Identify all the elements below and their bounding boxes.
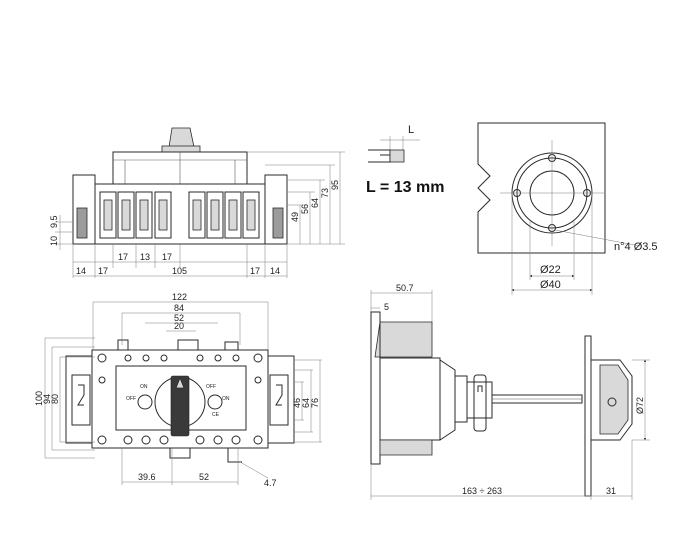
top-dim-64: 64 bbox=[301, 398, 311, 408]
side-view: 50.7 5 Ø72 163 ÷ 263 31 bbox=[370, 283, 650, 500]
front-dim-13: 13 bbox=[140, 252, 150, 262]
handle-base bbox=[161, 145, 201, 153]
label-off-left: OFF bbox=[126, 396, 136, 402]
front-view: 14 17 17 13 17 105 17 14 95 73 64 56 49 … bbox=[49, 127, 345, 278]
front-dim-10: 10 bbox=[49, 236, 59, 246]
top-dim-84: 84 bbox=[174, 303, 184, 313]
front-dim-17-b: 17 bbox=[118, 252, 128, 262]
side-body bbox=[379, 357, 441, 441]
top-dim-39-6: 39.6 bbox=[138, 472, 156, 482]
top-dim-80: 80 bbox=[50, 394, 60, 404]
label-on-left: ON bbox=[140, 384, 148, 390]
label-off-right: OFF bbox=[206, 384, 216, 390]
top-dim-76: 76 bbox=[310, 398, 320, 408]
top-view: 122 84 52 20 bbox=[34, 292, 322, 488]
side-dim-50-7: 50.7 bbox=[396, 283, 414, 293]
dim-d40: Ø40 bbox=[540, 279, 561, 291]
detail-L-label: L bbox=[408, 124, 414, 136]
top-dim-94: 94 bbox=[42, 394, 52, 404]
selector-handle bbox=[170, 375, 190, 437]
left-side-module bbox=[65, 355, 93, 444]
front-dim-17-a: 17 bbox=[98, 266, 108, 276]
side-dim-5: 5 bbox=[384, 302, 389, 312]
front-dim-9-5: 9.5 bbox=[49, 215, 59, 228]
top-dim-122: 122 bbox=[172, 292, 187, 302]
top-dim-52: 52 bbox=[174, 313, 184, 323]
terminal-screws bbox=[97, 353, 263, 445]
top-dim-4-7: 4.7 bbox=[264, 478, 277, 488]
door-handle bbox=[590, 359, 633, 441]
terminal-slots bbox=[99, 191, 260, 239]
right-side-module bbox=[267, 355, 295, 444]
detail-L: L L = 13 mm bbox=[366, 124, 444, 196]
top-dim-46: 46 bbox=[292, 398, 302, 408]
front-dim-64: 64 bbox=[310, 198, 320, 208]
switch-body bbox=[91, 349, 269, 449]
detail-L-caption: L = 13 mm bbox=[366, 179, 444, 196]
side-dim-163-263: 163 ÷ 263 bbox=[462, 486, 502, 496]
handle-knob bbox=[168, 127, 195, 148]
dim-d22: Ø22 bbox=[540, 264, 561, 276]
side-dim-d72: Ø72 bbox=[635, 397, 645, 414]
front-dim-95: 95 bbox=[330, 180, 340, 190]
front-dim-56: 56 bbox=[300, 204, 310, 214]
front-dim-14-right: 14 bbox=[270, 266, 280, 276]
top-dim-20: 20 bbox=[174, 321, 184, 331]
front-dim-105: 105 bbox=[172, 266, 187, 276]
front-dim-17-d: 17 bbox=[250, 266, 260, 276]
front-dim-14-left: 14 bbox=[76, 266, 86, 276]
front-dim-49: 49 bbox=[290, 212, 300, 222]
side-dim-31: 31 bbox=[606, 486, 616, 496]
front-dim-73: 73 bbox=[320, 188, 330, 198]
label-on-right: ON bbox=[222, 396, 230, 402]
hole-note: n°4 Ø3.5 bbox=[614, 241, 658, 253]
front-dim-17-c: 17 bbox=[162, 252, 172, 262]
top-dim-52-bottom: 52 bbox=[199, 472, 209, 482]
door-panel bbox=[584, 335, 592, 497]
top-dim-100: 100 bbox=[34, 391, 44, 406]
door-cutout: n°4 Ø3.5 Ø22 Ø40 bbox=[477, 122, 658, 295]
label-ce: CE bbox=[212, 412, 220, 418]
